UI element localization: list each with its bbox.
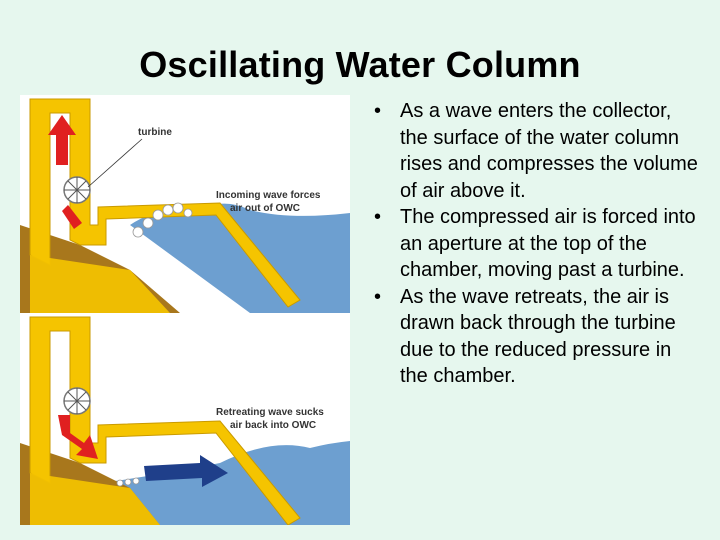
- bullet-text: As a wave enters the collector, the surf…: [400, 100, 698, 202]
- bottom-foundation: [30, 473, 160, 525]
- top-panel: turbine Incoming wave forces air out of …: [20, 98, 350, 313]
- bottom-water: [115, 441, 350, 525]
- top-turbine-label: turbine: [138, 127, 172, 138]
- top-turbine-blades: [64, 177, 90, 203]
- top-water: [130, 203, 350, 313]
- bullet-item: • As a wave enters the collector, the su…: [374, 98, 704, 204]
- bottom-turbine-blades: [64, 388, 90, 414]
- bottom-chimney: [29, 316, 301, 525]
- top-air-arrow-icon: [48, 115, 76, 165]
- bottom-caption-line1: Retreating wave sucks: [216, 407, 324, 418]
- slide-title: Oscillating Water Column: [139, 44, 581, 85]
- bullet-list: • As a wave enters the collector, the su…: [374, 98, 704, 390]
- bottom-water-arrow-icon: [144, 455, 228, 487]
- bottom-foam: [116, 477, 140, 487]
- bullet-marker: •: [374, 206, 382, 228]
- bullet-text: The compressed air is forced into an ape…: [400, 206, 696, 281]
- bullet-item: • The compressed air is forced into an a…: [374, 204, 704, 284]
- bottom-air-arrow-icon: [58, 415, 98, 459]
- bullet-marker: •: [374, 100, 382, 122]
- owc-diagram: turbine Incoming wave forces air out of …: [20, 95, 350, 525]
- top-foam: [132, 202, 193, 238]
- bullet-marker: •: [374, 285, 382, 308]
- bullet-text: As the wave retreats, the air is drawn b…: [400, 285, 676, 388]
- bottom-panel: Retreating wave sucks air back into OWC: [20, 313, 350, 525]
- top-caption-line1: Incoming wave forces: [216, 190, 321, 201]
- bullet-item: • As the wave retreats, the air is drawn…: [374, 284, 704, 390]
- bottom-caption-line2: air back into OWC: [230, 420, 316, 431]
- owc-diagram-svg: turbine Incoming wave forces air out of …: [20, 98, 350, 525]
- top-foundation: [30, 255, 170, 313]
- top-caption-line2: air out of OWC: [230, 203, 300, 214]
